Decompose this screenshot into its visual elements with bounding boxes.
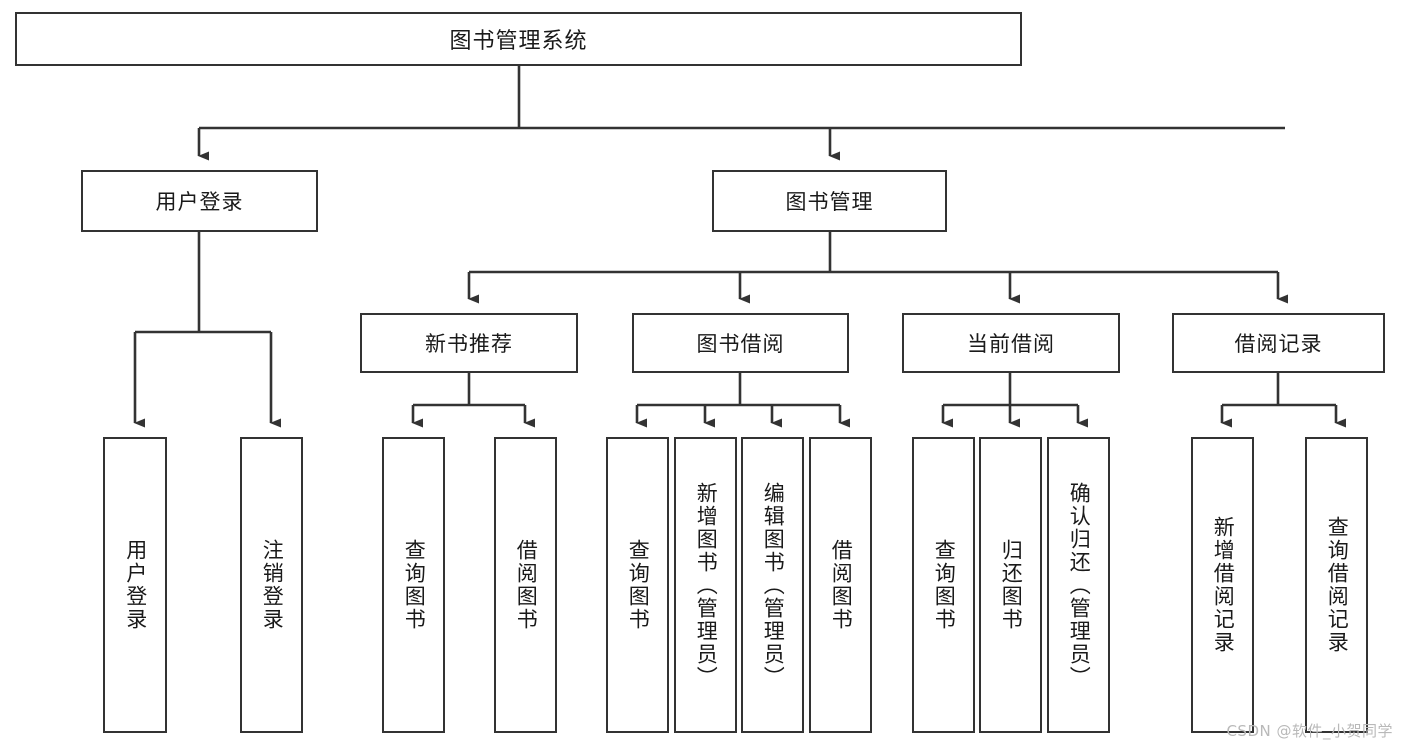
- leaf-label: 新增图书（管理员）: [694, 481, 719, 689]
- leaf-user-login[interactable]: 用户登录: [103, 437, 167, 733]
- csdn-watermark: CSDN @软件_小贺同学: [1226, 722, 1393, 740]
- leaf-label: 用户登录: [123, 539, 148, 631]
- node-label: 图书借阅: [696, 332, 785, 356]
- leaf-label: 确认归还（管理员）: [1067, 481, 1092, 689]
- node-book-management[interactable]: 图书管理: [712, 170, 947, 232]
- leaf-logout[interactable]: 注销登录: [240, 437, 303, 733]
- leaf-label: 注销登录: [260, 539, 285, 631]
- leaf-query-borrow-record[interactable]: 查询借阅记录: [1305, 437, 1368, 733]
- leaf-borrow-book-recommend[interactable]: 借阅图书: [494, 437, 557, 733]
- node-label: 图书管理: [785, 190, 874, 214]
- leaf-label: 查询图书: [932, 539, 957, 631]
- leaf-add-borrow-record[interactable]: 新增借阅记录: [1191, 437, 1254, 733]
- node-current-borrow[interactable]: 当前借阅: [902, 313, 1120, 373]
- node-label: 当前借阅: [967, 332, 1055, 356]
- leaf-query-book-current[interactable]: 查询图书: [912, 437, 975, 733]
- leaf-label: 借阅图书: [514, 539, 539, 631]
- leaf-label: 归还图书: [999, 539, 1024, 631]
- node-book-borrow[interactable]: 图书借阅: [632, 313, 849, 373]
- leaf-query-book-borrow[interactable]: 查询图书: [606, 437, 669, 733]
- node-label: 借阅记录: [1234, 332, 1323, 356]
- leaf-label: 编辑图书（管理员）: [761, 481, 786, 689]
- node-label: 图书管理系统: [449, 29, 588, 54]
- node-user-login[interactable]: 用户登录: [81, 170, 318, 232]
- leaf-query-book-recommend[interactable]: 查询图书: [382, 437, 445, 733]
- leaf-label: 查询图书: [402, 539, 427, 631]
- leaf-return-book[interactable]: 归还图书: [979, 437, 1042, 733]
- leaf-label: 借阅图书: [829, 539, 854, 631]
- node-label: 新书推荐: [425, 332, 513, 356]
- leaf-borrow-book[interactable]: 借阅图书: [809, 437, 872, 733]
- leaf-label: 新增借阅记录: [1211, 516, 1236, 654]
- leaf-label: 查询借阅记录: [1325, 516, 1350, 654]
- node-book-management-system[interactable]: 图书管理系统: [15, 12, 1022, 66]
- node-label: 用户登录: [155, 190, 244, 214]
- leaf-add-book-admin[interactable]: 新增图书（管理员）: [674, 437, 737, 733]
- leaf-edit-book-admin[interactable]: 编辑图书（管理员）: [741, 437, 804, 733]
- node-borrow-records[interactable]: 借阅记录: [1172, 313, 1385, 373]
- leaf-label: 查询图书: [626, 539, 651, 631]
- node-new-book-recommend[interactable]: 新书推荐: [360, 313, 578, 373]
- leaf-confirm-return-admin[interactable]: 确认归还（管理员）: [1047, 437, 1110, 733]
